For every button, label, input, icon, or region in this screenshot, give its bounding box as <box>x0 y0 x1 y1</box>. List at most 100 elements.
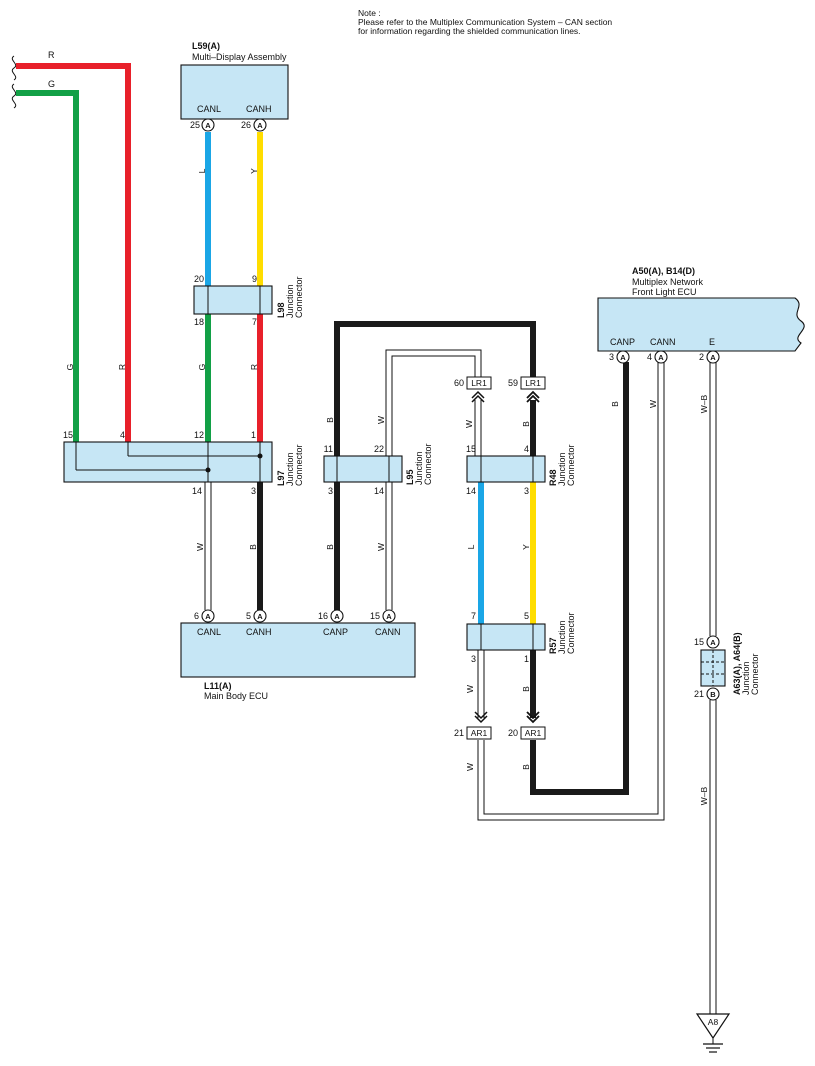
l97-pin-top-r: 1 <box>251 430 256 440</box>
wire-w-cann <box>483 362 659 815</box>
a63-pin-top-code: A <box>710 638 716 647</box>
r57-id: R57 <box>548 637 558 654</box>
l59-pin-canl <box>201 118 215 132</box>
a50-pin-cann-code: A <box>658 353 664 362</box>
a50-cann-label: CANN <box>650 337 676 347</box>
wire-label-canp-b: B <box>610 401 620 407</box>
l11-pin-cann <box>382 609 396 623</box>
l11-cann-label: CANN <box>375 627 401 637</box>
wire-label-lr1-w: W <box>464 420 474 428</box>
l97-pin-bot-b: 3 <box>251 486 256 496</box>
wire-b-loop <box>334 321 536 456</box>
l11-connector-box <box>180 622 416 678</box>
a50-name2: Front Light ECU <box>632 287 697 297</box>
a50-pin-e-code: A <box>710 353 716 362</box>
wire-label-ar1-w: W <box>465 763 475 771</box>
l11-pin-cann-number: 15 <box>370 611 380 621</box>
ar1-pin-b: 20 <box>508 728 518 738</box>
l98-name1: Junction <box>285 284 295 318</box>
l59-canl-label: CANL <box>197 104 221 114</box>
lr1-arrow-w-icon <box>471 390 485 403</box>
wire-label-left-r: R <box>117 364 127 370</box>
l11-pin-canh-code: A <box>257 612 263 621</box>
ground-triangle-icon <box>695 1013 731 1040</box>
wire-label-ar1-b: B <box>521 764 531 770</box>
a50-id: A50(A), B14(D) <box>632 266 695 276</box>
l95-pin-top-w: 22 <box>374 444 384 454</box>
r48-pin-bot-y: 3 <box>524 486 529 496</box>
l59-pin-canh-code: A <box>257 121 263 130</box>
wire-label-r57-w: W <box>465 685 475 693</box>
a63-pin-top-number: 15 <box>694 637 704 647</box>
lr1-label-b: LR1 <box>525 378 541 388</box>
lr1-pin-b: 59 <box>508 378 518 388</box>
l11-pin-canl-code: A <box>205 612 211 621</box>
a50-connector-box <box>597 297 805 352</box>
note-title: Note : <box>358 8 381 18</box>
r57-pin-bot-w: 3 <box>471 654 476 664</box>
l11-id: L11(A) <box>204 681 232 691</box>
l95-name2: Connector <box>423 443 433 485</box>
l11-pin-cann-code: A <box>386 612 392 621</box>
wire-label-l59-canl: L <box>197 168 207 173</box>
r57-connector-box <box>466 623 546 651</box>
l59-pin-canh <box>253 118 267 132</box>
wire-label-l98-g: G <box>197 364 207 371</box>
l97-name1: Junction <box>285 452 295 486</box>
l59-name: Multi–Display Assembly <box>192 52 287 62</box>
r57-pin-top-l: 7 <box>471 611 476 621</box>
a50-pin-e <box>706 350 720 364</box>
l11-pin-canl <box>201 609 215 623</box>
l59-id: L59(A) <box>192 41 220 51</box>
r57-name1: Junction <box>557 620 567 654</box>
r48-connector-box <box>466 455 546 483</box>
l98-name2: Connector <box>294 276 304 318</box>
wire-label-l95-b: B <box>325 544 335 550</box>
r48-id: R48 <box>548 469 558 486</box>
ar1-label-b: AR1 <box>525 728 542 738</box>
ar1-pin-w: 21 <box>454 728 464 738</box>
l11-canl-label: CANL <box>197 627 221 637</box>
l59-connector-box <box>180 64 289 120</box>
l59-pin-canl-number: 25 <box>190 120 200 130</box>
a63-pin-bot-number: 21 <box>694 689 704 699</box>
l11-pin-canh-number: 5 <box>246 611 251 621</box>
l98-id: L98 <box>276 302 286 318</box>
l97-pin-top-r-left: 4 <box>120 430 125 440</box>
wire-label-l97-w: W <box>195 543 205 551</box>
a63-pin-bot-code: B <box>710 690 716 699</box>
a50-pin-canp-code: A <box>620 353 626 362</box>
a63-pin-bottom <box>706 687 720 701</box>
l11-canh-label: CANH <box>246 627 272 637</box>
wire-label-e-wb-bottom: W–B <box>699 786 709 805</box>
l11-canp-label: CANP <box>323 627 348 637</box>
l95-pin-bot-w: 14 <box>374 486 384 496</box>
l11-name: Main Body ECU <box>204 691 268 701</box>
r57-pin-bot-b: 1 <box>524 654 529 664</box>
ar1-plug-b <box>520 726 546 740</box>
wire-r-left <box>16 63 131 442</box>
l95-name1: Junction <box>414 451 424 485</box>
a63-name2: Connector <box>750 653 760 695</box>
l98-label: L98 Junction Connector <box>276 276 304 318</box>
offpage-break-r-icon <box>11 55 17 81</box>
l97-name2: Connector <box>294 444 304 486</box>
lr1-plug-b <box>520 376 546 390</box>
r57-name2: Connector <box>566 612 576 654</box>
note-text-line2: for information regarding the shielded c… <box>358 26 581 36</box>
ar1-arrow-w-icon <box>474 711 488 724</box>
lr1-plug-w <box>466 376 492 390</box>
lr1-arrow-b-icon <box>526 390 540 403</box>
l98-connector-box <box>193 285 273 315</box>
l97-pin-top-g: 12 <box>194 430 204 440</box>
ar1-plug-w <box>466 726 492 740</box>
wire-label-r48-l: L <box>466 544 476 549</box>
l97-splice-dot-r <box>257 453 263 459</box>
l98-pin-bot-g: 18 <box>194 317 204 327</box>
wire-label-l95-w: W <box>376 543 386 551</box>
l11-pin-canp-code: A <box>334 612 340 621</box>
r57-label: R57 Junction Connector <box>548 612 576 654</box>
l59-canh-label: CANH <box>246 104 272 114</box>
a50-canp-label: CANP <box>610 337 635 347</box>
a50-pin-cann <box>654 350 668 364</box>
